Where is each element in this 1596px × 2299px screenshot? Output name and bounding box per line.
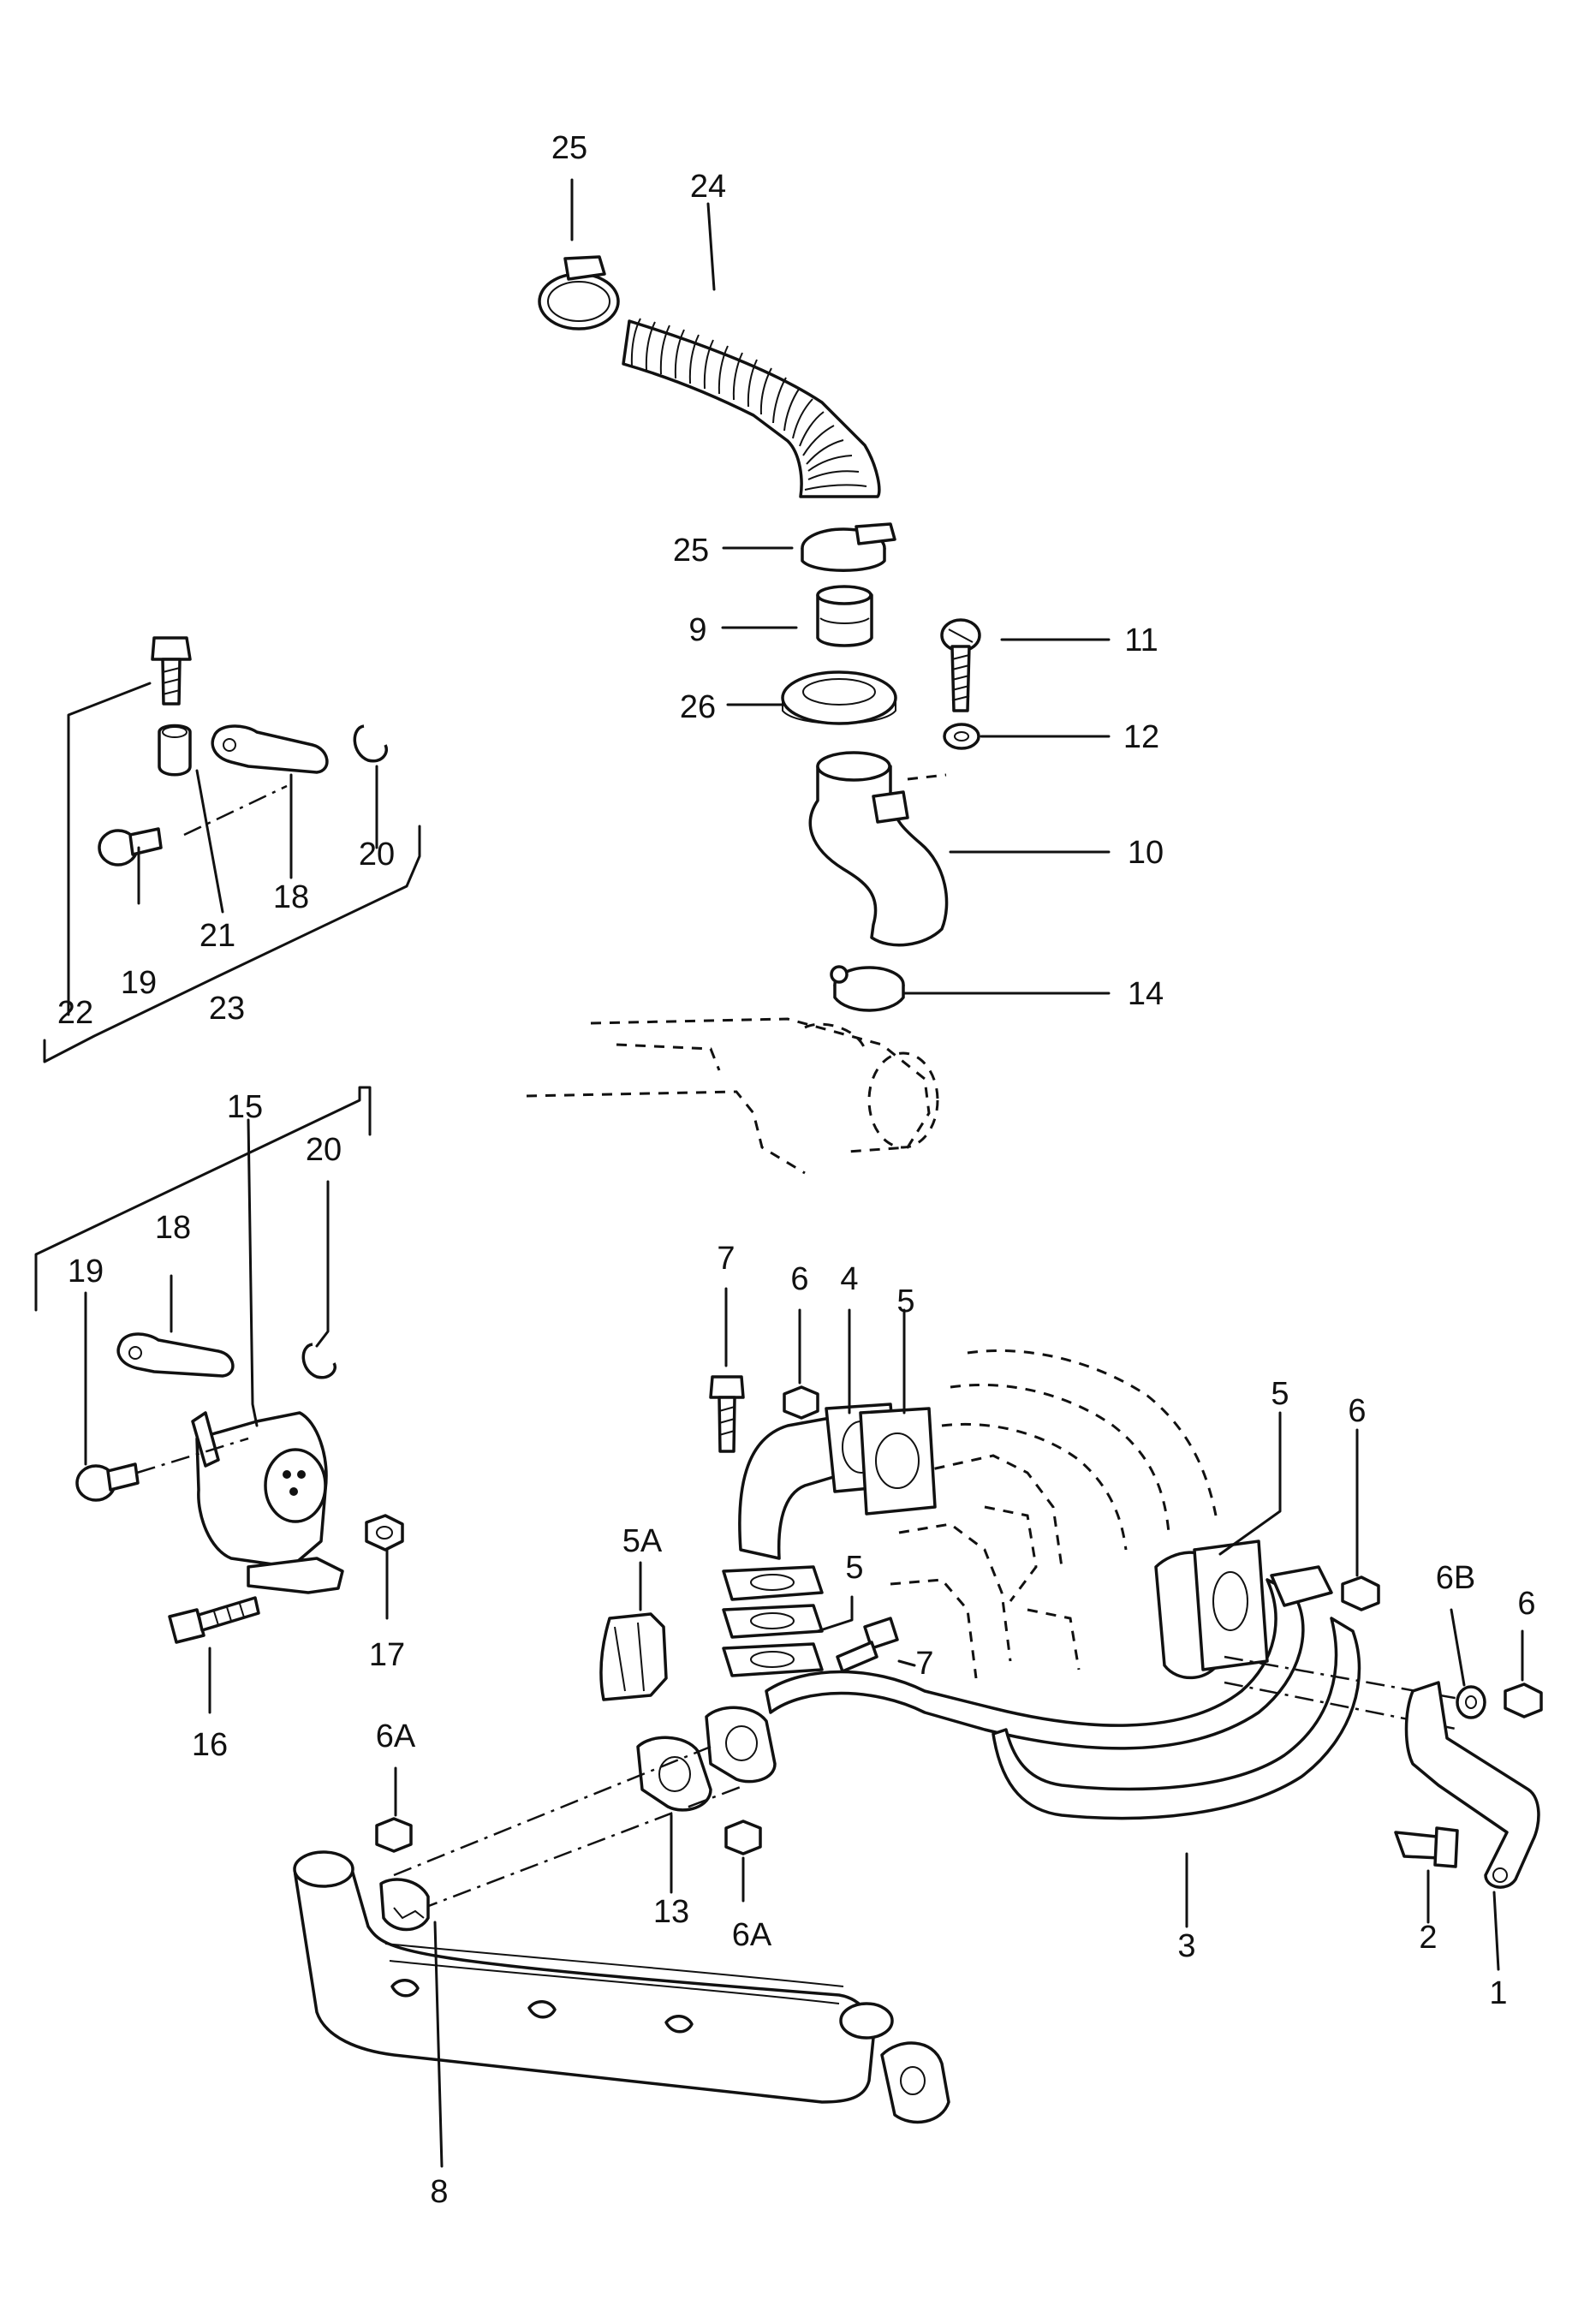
callout-25: 25	[673, 533, 709, 569]
bolt-22	[151, 636, 192, 706]
callout-18: 18	[155, 1210, 191, 1246]
callout-8: 8	[430, 2174, 448, 2210]
callout-5: 5	[845, 1550, 863, 1586]
pin-19-top	[98, 827, 163, 867]
callout-24: 24	[690, 169, 726, 205]
lever-18-mid	[116, 1332, 235, 1378]
callout-6: 6	[1348, 1393, 1366, 1429]
clip-20-top	[353, 724, 388, 763]
callout-19: 19	[68, 1254, 104, 1289]
heat-shield-5A	[599, 1612, 668, 1701]
callout-labels: 25 24 25 9 26 11 12 10 14 22 19 21 18 20…	[57, 130, 1536, 2210]
callout-2: 2	[1419, 1920, 1437, 1956]
callout-6: 6	[790, 1261, 808, 1297]
callout-7: 7	[915, 1646, 933, 1682]
flange-gasket-13	[636, 1706, 777, 1812]
callout-5: 5	[896, 1284, 914, 1319]
nut-6-right-upper	[1341, 1575, 1380, 1611]
bolt-7-upper	[709, 1375, 745, 1453]
stud-line-right	[1224, 1655, 1465, 1701]
bolt-16	[168, 1596, 260, 1644]
callout-25: 25	[551, 130, 587, 166]
assembly-line-23	[183, 784, 288, 837]
flange-gasket-5-right	[1154, 1540, 1269, 1680]
callout-3: 3	[1177, 1928, 1195, 1964]
gasket-5-upper	[859, 1407, 937, 1516]
callout-13: 13	[653, 1894, 689, 1930]
engine-outline-lower	[890, 1349, 1218, 1679]
callout-15: 15	[227, 1089, 263, 1125]
clamp-14	[830, 965, 905, 1012]
nut-17	[365, 1514, 404, 1552]
washer-12	[943, 723, 980, 750]
nut-6-upper	[783, 1385, 819, 1420]
callout-11: 11	[1124, 622, 1158, 658]
nut-6A-left	[375, 1817, 413, 1853]
clip-20-mid	[301, 1343, 336, 1379]
grommet-26	[781, 670, 897, 725]
pin-19-mid	[75, 1462, 140, 1502]
screw-11	[940, 618, 981, 712]
clamp-25-top	[538, 255, 620, 331]
engine-block-outline	[526, 1017, 939, 1175]
nut-6-far-right	[1504, 1683, 1543, 1718]
callout-23: 23	[209, 991, 245, 1027]
callout-5: 5	[1271, 1376, 1289, 1412]
stud-line-left	[393, 1745, 712, 1877]
bracket-1	[1404, 1681, 1540, 1889]
callout-5A: 5A	[622, 1523, 663, 1559]
elbow-10	[808, 751, 949, 947]
nut-6A-center	[724, 1820, 762, 1855]
callout-7: 7	[717, 1241, 735, 1277]
callout-20: 20	[359, 837, 395, 873]
exhaust-pipe-3	[765, 1565, 1361, 1820]
callout-6A: 6A	[376, 1718, 416, 1754]
callout-1: 1	[1489, 1975, 1507, 2011]
heat-exchanger-8	[293, 1850, 950, 2124]
callout-6B: 6B	[1436, 1560, 1475, 1596]
flange-stack-5	[722, 1565, 824, 1677]
callout-16: 16	[192, 1727, 228, 1763]
callout-14: 14	[1128, 976, 1164, 1012]
bolt-2	[1394, 1826, 1459, 1868]
callout-6: 6	[1517, 1586, 1535, 1622]
callout-20: 20	[306, 1132, 342, 1168]
callout-17: 17	[369, 1637, 405, 1673]
callout-12: 12	[1123, 719, 1159, 755]
callout-21: 21	[200, 918, 235, 954]
callout-10: 10	[1128, 835, 1164, 871]
callout-22: 22	[57, 995, 93, 1031]
sleeve-9	[816, 585, 873, 647]
bushing-21	[158, 724, 192, 777]
callout-18: 18	[273, 879, 309, 915]
hose-24	[622, 318, 881, 498]
valve-housing-15	[136, 1411, 344, 1594]
clamp-25-lower	[801, 522, 896, 572]
bolt-7-lower	[836, 1617, 899, 1673]
callout-19: 19	[121, 965, 157, 1001]
callout-6A: 6A	[732, 1917, 772, 1953]
stud-line-left-lower	[419, 1784, 746, 1911]
washer-6B	[1456, 1685, 1486, 1719]
stud-line-right-lower	[1224, 1681, 1461, 1731]
lever-18-top	[211, 724, 329, 774]
callout-4: 4	[840, 1261, 858, 1297]
callout-26: 26	[680, 689, 716, 725]
callout-9: 9	[688, 612, 706, 648]
leader-lines	[34, 178, 1524, 2168]
